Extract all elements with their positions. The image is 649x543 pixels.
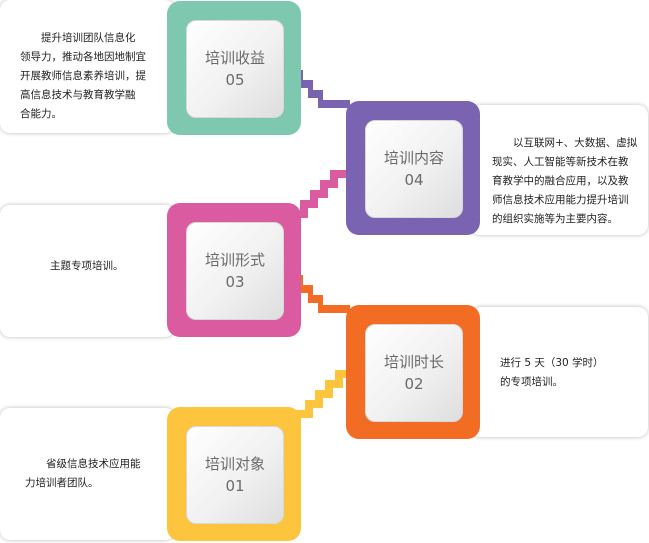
desc-text-03: 主题专项培训。 [50, 260, 124, 272]
connector-04-03 [290, 170, 350, 218]
desc-text-05: 提升培训团队信息化 领导力，推动各地因地制宜 开展教师信息素养培训，提 高信息技… [20, 32, 146, 120]
step-box-02: 培训时长 02 [346, 305, 480, 439]
step-number-01: 01 [225, 477, 245, 495]
desc-card-03: 主题专项培训。 [0, 205, 175, 337]
step-title-01: 培训对象 [204, 455, 265, 473]
desc-card-01: 省级信息技术应用能 力培训者团队。 [0, 408, 175, 540]
step-box-01: 培训对象 01 [167, 407, 301, 541]
step-title-05: 培训收益 [204, 49, 265, 67]
connector-02-01 [295, 370, 350, 418]
step-inner-03: 培训形式 03 [186, 222, 284, 320]
step-inner-05: 培训收益 05 [186, 20, 284, 118]
desc-card-04: 以互联网+、大数据、虚拟 现实、人工智能等新技术在教 育教学中的融合应用，以及教… [470, 105, 648, 235]
desc-text-01: 省级信息技术应用能 力培训者团队。 [25, 458, 141, 489]
desc-text-04: 以互联网+、大数据、虚拟 现实、人工智能等新技术在教 育教学中的融合应用，以及教… [492, 137, 638, 225]
step-box-04: 培训内容 04 [346, 101, 480, 235]
desc-card-05: 提升培训团队信息化 领导力，推动各地因地制宜 开展教师信息素养培训，提 高信息技… [0, 0, 175, 133]
desc-text-02: 进行 5 天（30 学时） 的专项培训。 [500, 357, 604, 388]
step-box-03: 培训形式 03 [167, 203, 301, 337]
step-title-02: 培训时长 [383, 353, 444, 371]
step-inner-02: 培训时长 02 [365, 324, 463, 422]
step-title-03: 培训形式 [204, 251, 265, 269]
step-box-05: 培训收益 05 [167, 1, 301, 135]
step-title-04: 培训内容 [383, 149, 444, 167]
step-number-05: 05 [225, 71, 245, 89]
step-inner-01: 培训对象 01 [186, 426, 284, 524]
step-number-04: 04 [404, 171, 424, 189]
desc-card-02: 进行 5 天（30 学时） 的专项培训。 [470, 307, 648, 437]
step-number-02: 02 [404, 375, 424, 393]
step-inner-04: 培训内容 04 [365, 120, 463, 218]
step-number-03: 03 [225, 273, 245, 291]
